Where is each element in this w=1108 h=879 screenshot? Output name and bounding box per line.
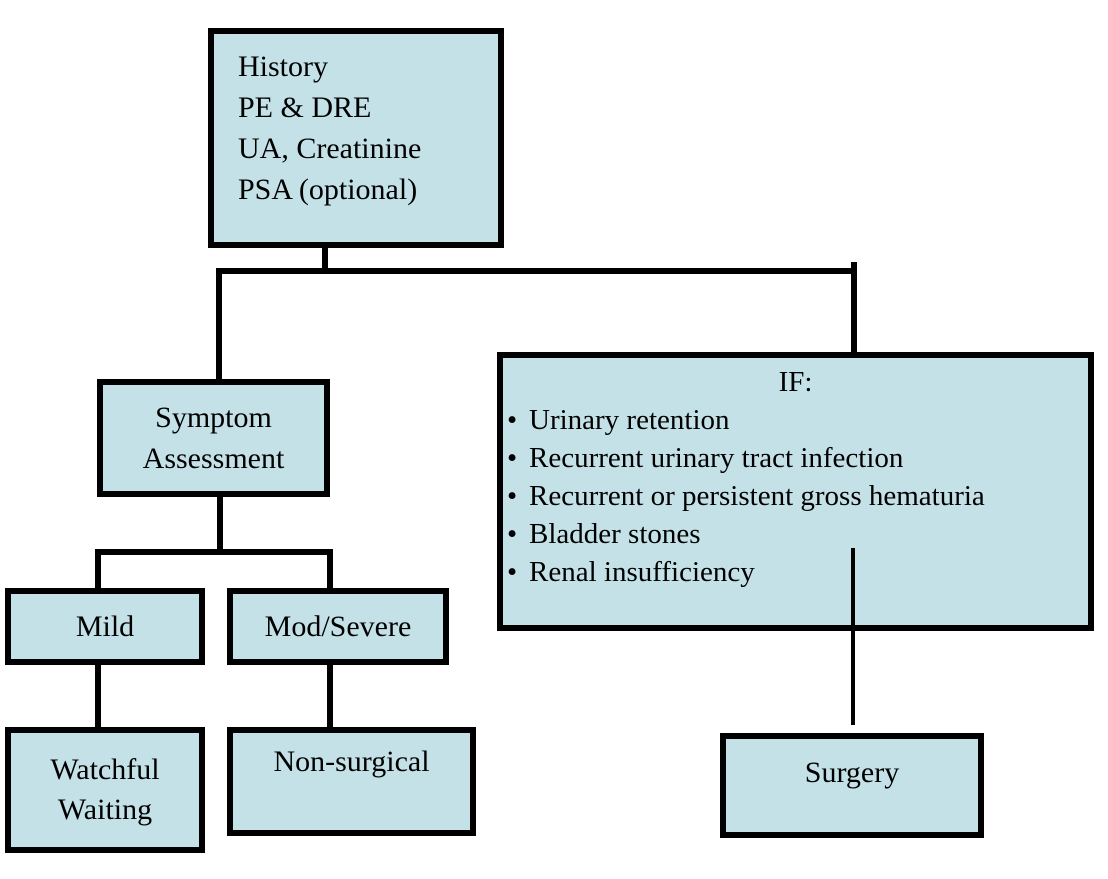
bullet-icon: •	[507, 442, 518, 474]
initial-evaluation-line: PSA (optional)	[238, 173, 418, 206]
initial-evaluation-node: History PE & DRE UA, Creatinine PSA (opt…	[208, 28, 504, 248]
connector-to-mild	[95, 553, 101, 590]
connector-history-down	[322, 246, 328, 274]
symptom-assessment-line: Symptom	[155, 401, 272, 434]
if-bullet-text: Renal insufficiency	[529, 556, 755, 588]
mod-severe-label: Mod/Severe	[264, 609, 412, 643]
initial-evaluation-line: PE & DRE	[238, 91, 372, 124]
connector-symptom-down	[217, 496, 223, 553]
mild-node: Mild	[5, 588, 205, 665]
connector-top-horizontal	[216, 268, 857, 274]
if-bullet-text: Urinary retention	[529, 404, 730, 436]
if-bullet-item: • Bladder stones	[503, 515, 1088, 553]
bullet-icon: •	[507, 480, 518, 512]
connector-mid-horizontal	[95, 549, 333, 555]
if-bullet-text: Recurrent urinary tract infection	[529, 442, 904, 474]
symptom-assessment-line: Assessment	[142, 442, 285, 475]
bullet-icon: •	[507, 404, 518, 436]
connector-to-symptom-assessment	[216, 272, 222, 381]
initial-evaluation-line: UA, Creatinine	[238, 132, 422, 165]
if-title: IF:	[778, 366, 813, 398]
if-bullet-item: • Renal insufficiency	[503, 553, 1088, 591]
connector-to-mod-severe	[327, 553, 333, 590]
non-surgical-label: Non-surgical	[273, 745, 430, 778]
connector-to-if-box	[851, 262, 857, 354]
if-bullet-item: • Recurrent or persistent gross hematuri…	[503, 477, 1088, 515]
connector-mild-to-watchful	[95, 662, 101, 728]
watchful-waiting-node: Watchful Waiting	[5, 727, 205, 853]
mod-severe-node: Mod/Severe	[227, 588, 449, 665]
if-bullet-item: • Urinary retention	[503, 401, 1088, 439]
connector-if-to-surgery	[851, 548, 855, 725]
surgery-label: Surgery	[804, 756, 900, 789]
connector-modsevere-to-nonsurgical	[327, 662, 333, 728]
if-bullet-text: Recurrent or persistent gross hematuria	[529, 480, 985, 512]
if-bullet-item: • Recurrent urinary tract infection	[503, 439, 1088, 477]
surgery-node: Surgery	[720, 733, 984, 838]
mild-label: Mild	[75, 609, 135, 643]
bullet-icon: •	[507, 518, 518, 550]
watchful-waiting-line: Watchful	[50, 753, 160, 786]
if-bullet-text: Bladder stones	[529, 518, 701, 550]
bullet-icon: •	[507, 556, 518, 588]
symptom-assessment-node: Symptom Assessment	[97, 379, 330, 497]
initial-evaluation-line: History	[238, 50, 328, 83]
if-indications-node: IF: • Urinary retention • Recurrent urin…	[497, 352, 1094, 631]
non-surgical-node: Non-surgical	[227, 727, 476, 836]
watchful-waiting-line: Waiting	[57, 793, 153, 826]
